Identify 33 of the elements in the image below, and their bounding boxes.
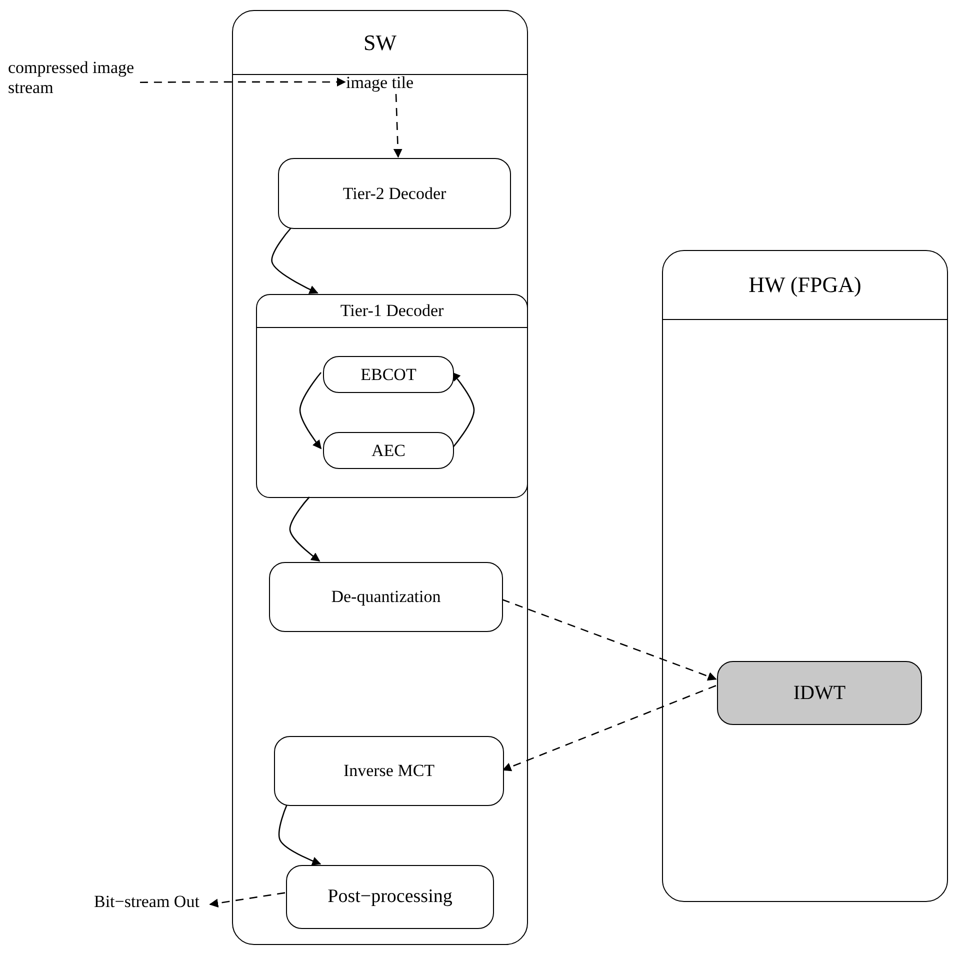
container-title: Tier-1 Decoder [340,301,444,321]
container-box [256,294,528,498]
arrow [393,94,402,158]
node-label: image tile [346,73,414,93]
box-label: AEC [372,440,406,460]
box-label: De-quantization [331,587,441,607]
container-box [232,10,528,945]
process-box [269,562,503,632]
process-box [717,661,922,725]
box-label: Post−processing [328,886,452,908]
arrow [502,598,717,681]
arrow [271,228,318,294]
box-label: Tier-2 Decoder [342,184,446,204]
arrow [502,685,716,772]
node-label: compressed image stream [8,58,136,98]
process-box [286,865,494,929]
container-title: HW (FPGA) [748,272,862,298]
box-label: EBCOT [360,364,416,384]
arrow [209,892,286,908]
box-label: IDWT [793,682,846,704]
arrow [289,496,320,562]
process-box [323,356,454,393]
container-box [662,250,948,902]
process-box [278,158,511,229]
node-label: Bit−stream Out [94,892,200,912]
process-box [274,736,504,806]
arrow [451,372,475,449]
arrow [278,804,322,866]
box-label: Inverse MCT [343,761,435,781]
arrow [140,78,346,86]
arrow [299,372,322,450]
container-title: SW [364,30,396,56]
process-box [323,432,454,469]
